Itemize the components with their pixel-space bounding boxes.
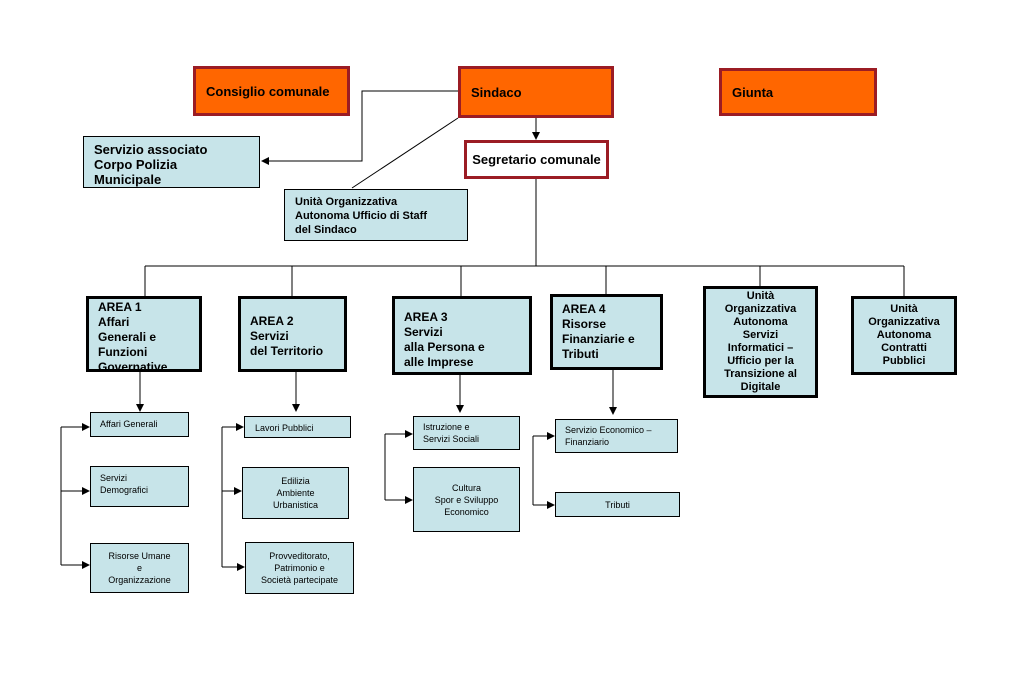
tributi-box: Tributi [555,492,680,517]
area-2-box: AREA 2 Servizi del Territorio [238,296,347,372]
ufficio-staff-sindaco-box: Unità Organizzativa Autonoma Ufficio di … [284,189,468,241]
uo-contratti-pubblici-box: Unità Organizzativa Autonoma Contratti P… [851,296,957,375]
lavori-pubblici-box: Lavori Pubblici [244,416,351,438]
consiglio-comunale-box: Consiglio comunale [193,66,350,116]
cultura-sviluppo-economico-box: Cultura Spor e Sviluppo Economico [413,467,520,532]
affari-generali-box: Affari Generali [90,412,189,437]
edilizia-ambiente-urbanistica-box: Edilizia Ambiente Urbanistica [242,467,349,519]
servizi-demografici-box: Servizi Demografici [90,466,189,507]
giunta-box: Giunta [719,68,877,116]
istruzione-servizi-sociali-box: Istruzione e Servizi Sociali [413,416,520,450]
giunta-label: Giunta [732,84,774,100]
polizia-municipale-box: Servizio associato Corpo Polizia Municip… [83,136,260,188]
area-4-box: AREA 4 Risorse Finanziarie e Tributi [550,294,663,370]
sindaco-label: Sindaco [471,84,522,100]
provveditorato-box: Provveditorato, Patrimonio e Società par… [245,542,354,594]
uo-servizi-informatici-box: Unità Organizzativa Autonoma Servizi Inf… [703,286,818,398]
segretario-comunale-box: Segretario comunale [464,140,609,179]
risorse-umane-box: Risorse Umane e Organizzazione [90,543,189,593]
area-1-box: AREA 1 Affari Generali e Funzioni Govern… [86,296,202,372]
consiglio-comunale-label: Consiglio comunale [206,83,330,99]
sindaco-box: Sindaco [458,66,614,118]
segretario-comunale-label: Segretario comunale [472,152,601,167]
servizio-economico-finanziario-box: Servizio Economico – Finanziario [555,419,678,453]
area-3-box: AREA 3 Servizi alla Persona e alle Impre… [392,296,532,375]
